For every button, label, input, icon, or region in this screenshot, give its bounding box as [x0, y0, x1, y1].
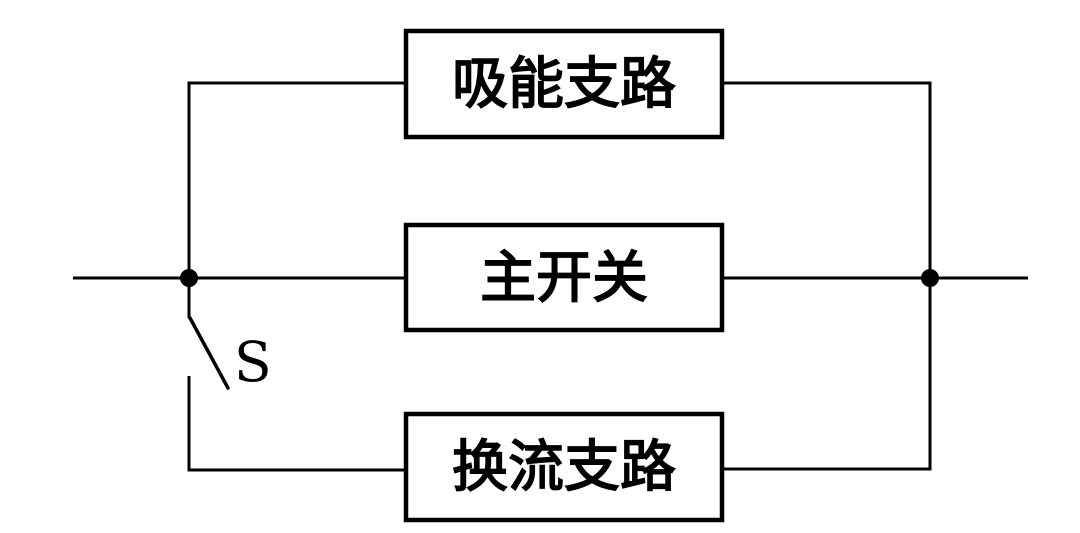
commutation-branch-box — [403, 411, 725, 523]
main-switch-box — [403, 222, 725, 333]
wire-right-rail — [722, 81, 932, 471]
energy-absorption-branch-label: 吸能支路 — [452, 51, 677, 117]
switch-label: S — [234, 330, 272, 394]
wire-left-rail-bottom-branch — [187, 376, 406, 472]
right-junction-dot — [921, 269, 939, 287]
main-switch-label: 主开关 — [480, 245, 648, 311]
energy-absorption-branch-box — [403, 28, 725, 140]
switch-blade — [188, 316, 230, 390]
wire-left-rail-top-branch — [187, 81, 406, 318]
commutation-branch-label: 换流支路 — [452, 434, 677, 500]
left-junction-dot — [180, 269, 198, 287]
